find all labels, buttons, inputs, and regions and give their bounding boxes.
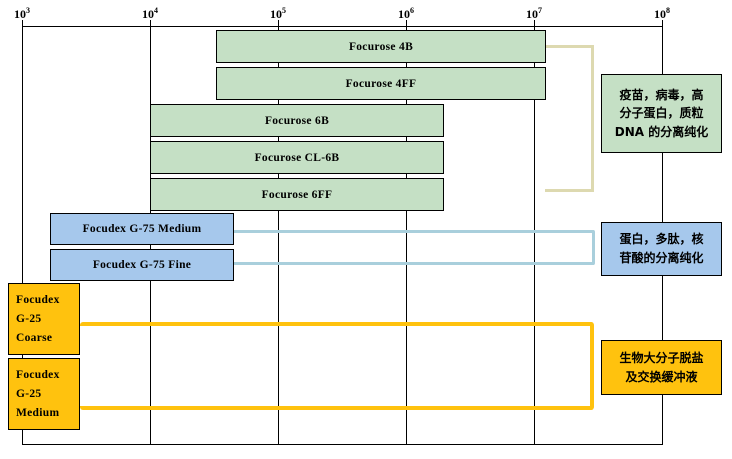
- callout-dextran-applications[interactable]: 蛋白，多肽，核 苷酸的分离纯化: [601, 222, 722, 276]
- bar-label-line1: Focudex: [16, 294, 60, 306]
- x-axis-line: [22, 26, 662, 27]
- bar-focurose-4b[interactable]: Focurose 4B: [216, 30, 546, 63]
- bar-label-line2: G-25: [16, 388, 42, 400]
- bar-focudex-g25-medium[interactable]: Focudex G-25 Medium: [8, 358, 80, 430]
- callout-line1: 疫苗，病毒，高: [619, 87, 704, 102]
- callout-line1: 生物大分子脱盐: [619, 350, 704, 365]
- tick-base: 10: [398, 7, 410, 21]
- tick-exponent: 4: [154, 6, 158, 15]
- tick-exponent: 7: [538, 6, 542, 15]
- callout-line2: 苷酸的分离纯化: [619, 251, 704, 265]
- tick-exponent: 3: [26, 6, 30, 15]
- bar-focudex-g25-coarse[interactable]: Focudex G-25 Coarse: [8, 283, 80, 355]
- bar-label-line3: Medium: [16, 407, 60, 419]
- x-tick-label-1e5: 105: [270, 6, 286, 22]
- bar-focudex-g75-fine[interactable]: Focudex G-75 Fine: [50, 249, 234, 281]
- x-tick-label-1e8: 108: [654, 6, 670, 22]
- tick-base: 10: [142, 7, 154, 21]
- callout-agarose-applications[interactable]: 疫苗，病毒，高 分子蛋白，质粒 DNA 的分离纯化: [601, 74, 722, 153]
- bar-focurose-6ff[interactable]: Focurose 6FF: [150, 178, 444, 211]
- bar-focudex-g75-medium[interactable]: Focudex G-75 Medium: [50, 213, 234, 245]
- bar-label-line1: Focudex: [16, 369, 60, 381]
- bar-label-line2: G-25: [16, 313, 42, 325]
- tick-exponent: 6: [410, 6, 414, 15]
- tick-base: 10: [654, 7, 666, 21]
- x-tick-label-1e3: 103: [14, 6, 30, 22]
- callout-line2: 及交换缓冲液: [625, 369, 698, 384]
- callout-desalt-applications[interactable]: 生物大分子脱盐 及交换缓冲液: [601, 340, 722, 395]
- tick-base: 10: [14, 7, 26, 21]
- gridline-1e3: [22, 20, 23, 445]
- tick-base: 10: [526, 7, 538, 21]
- bar-focurose-6b[interactable]: Focurose 6B: [150, 104, 444, 137]
- x-tick-label-1e7: 107: [526, 6, 542, 22]
- bracket-dextran: [233, 230, 595, 265]
- callout-line3: DNA 的分离纯化: [614, 124, 709, 139]
- tick-exponent: 5: [282, 6, 286, 15]
- callout-line1: 蛋白，多肽，核: [619, 232, 704, 247]
- bracket-desalt: [80, 322, 594, 410]
- bar-label-line3: Coarse: [16, 332, 53, 344]
- bar-focurose-4ff[interactable]: Focurose 4FF: [216, 67, 546, 100]
- x-tick-label-1e6: 106: [398, 6, 414, 22]
- bracket-agarose: [545, 45, 594, 192]
- tick-base: 10: [270, 7, 282, 21]
- x-tick-label-1e4: 104: [142, 6, 158, 22]
- plot-bottom-border: [22, 444, 663, 445]
- tick-exponent: 8: [666, 6, 670, 15]
- callout-line2: 分子蛋白，质粒: [619, 106, 704, 121]
- bar-focurose-cl-6b[interactable]: Focurose CL-6B: [150, 141, 444, 174]
